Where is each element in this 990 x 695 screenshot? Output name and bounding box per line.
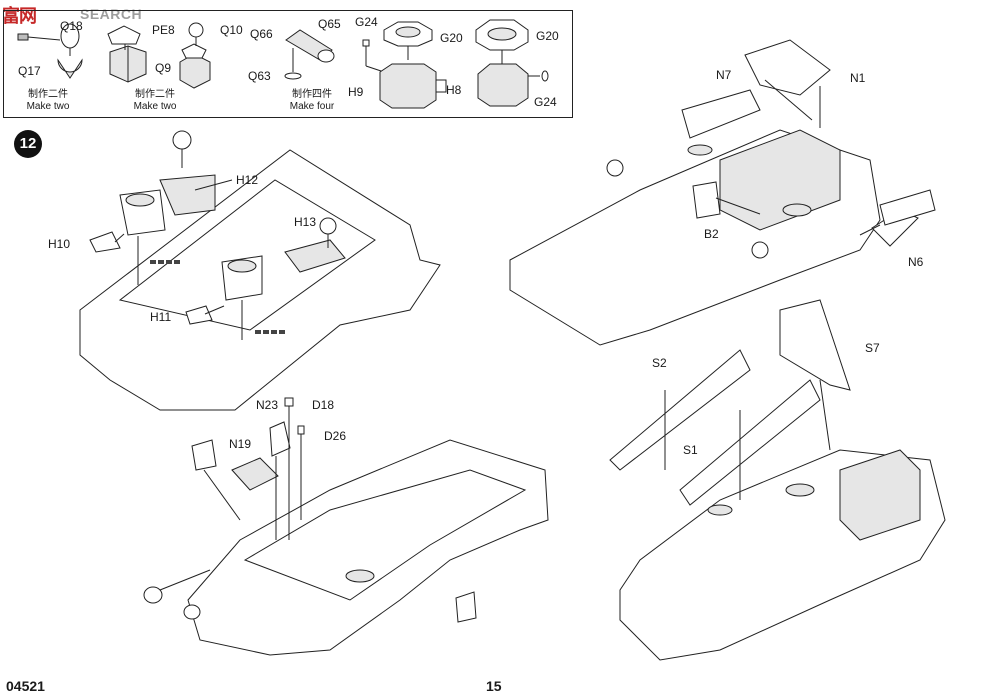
caption-cn-1: 制作二件 (28, 89, 68, 100)
part-label-h11: H11 (150, 310, 172, 324)
part-h8-drawing (475, 19, 549, 107)
part-label-q18: Q18 (60, 19, 83, 33)
part-label-g20-a: G20 (440, 31, 463, 45)
hull-top-right (509, 39, 936, 346)
caption-en-3: Make four (289, 101, 335, 112)
part-label-n6: N6 (908, 255, 924, 269)
part-h9-drawing (362, 21, 447, 109)
part-label-s7: S7 (865, 341, 880, 355)
part-label-q65: Q65 (318, 17, 341, 31)
part-label-s2: S2 (652, 356, 667, 370)
part-label-q9: Q9 (155, 61, 172, 75)
caption-en-1: Make two (26, 101, 70, 112)
inset-sub-assembly-panel (3, 10, 573, 118)
caption-cn-2: 制作二件 (135, 89, 175, 100)
part-label-g20-b: G20 (536, 29, 559, 43)
part-label-h8: H8 (446, 83, 462, 97)
part-label-d26: D26 (324, 429, 347, 443)
part-label-h10: H10 (48, 237, 71, 251)
part-label-n1: N1 (850, 71, 866, 85)
part-label-s1: S1 (683, 443, 698, 457)
part-q17-drawing (17, 23, 83, 79)
part-label-g24-b: G24 (534, 95, 557, 109)
part-label-d18: D18 (312, 398, 335, 412)
caption-cn-3: 制作四件 (292, 89, 332, 100)
caption-en-2: Make two (133, 101, 177, 112)
part-q9-drawing (107, 22, 211, 89)
part-label-h13: H13 (294, 215, 317, 229)
page-number: 15 (486, 678, 502, 694)
kit-code: 04521 (6, 678, 45, 694)
step-number-badge: 12 (14, 130, 42, 158)
part-label-g24-a: G24 (355, 15, 378, 29)
hull-top-left (79, 130, 441, 411)
part-label-n19: N19 (229, 437, 252, 451)
hull-bottom-right (609, 299, 946, 661)
part-label-h9: H9 (348, 85, 364, 99)
hull-bottom-left (143, 397, 549, 656)
part-label-q10: Q10 (220, 23, 243, 37)
watermark-logo: 富网 (2, 6, 37, 27)
part-label-n7: N7 (716, 68, 732, 82)
part-label-pe8: PE8 (152, 23, 175, 37)
part-label-q66: Q66 (250, 27, 273, 41)
part-label-n23: N23 (256, 398, 279, 412)
part-label-q17: Q17 (18, 64, 41, 78)
part-label-q63: Q63 (248, 69, 271, 83)
part-label-h12: H12 (236, 173, 259, 187)
part-label-b2: B2 (704, 227, 719, 241)
part-q65-drawing (284, 29, 335, 80)
